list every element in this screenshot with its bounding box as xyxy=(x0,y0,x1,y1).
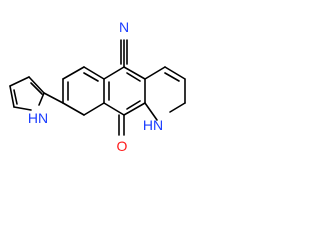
molecule-structure-diagram: N O HN xyxy=(9,19,186,154)
carbonyl-oxygen-label: O xyxy=(117,138,128,154)
pyrrole-nh-label: HN xyxy=(28,110,48,126)
central-ring xyxy=(103,66,146,116)
nitrile-nitrogen-label: N xyxy=(119,19,129,35)
lactam-ring xyxy=(144,66,186,121)
carbonyl-group: O xyxy=(117,114,128,154)
pyrrole-ring xyxy=(9,76,64,111)
lactam-nh-label: HN xyxy=(143,117,163,133)
left-benzene-ring xyxy=(62,66,105,116)
nitrile-group: N xyxy=(119,19,129,68)
